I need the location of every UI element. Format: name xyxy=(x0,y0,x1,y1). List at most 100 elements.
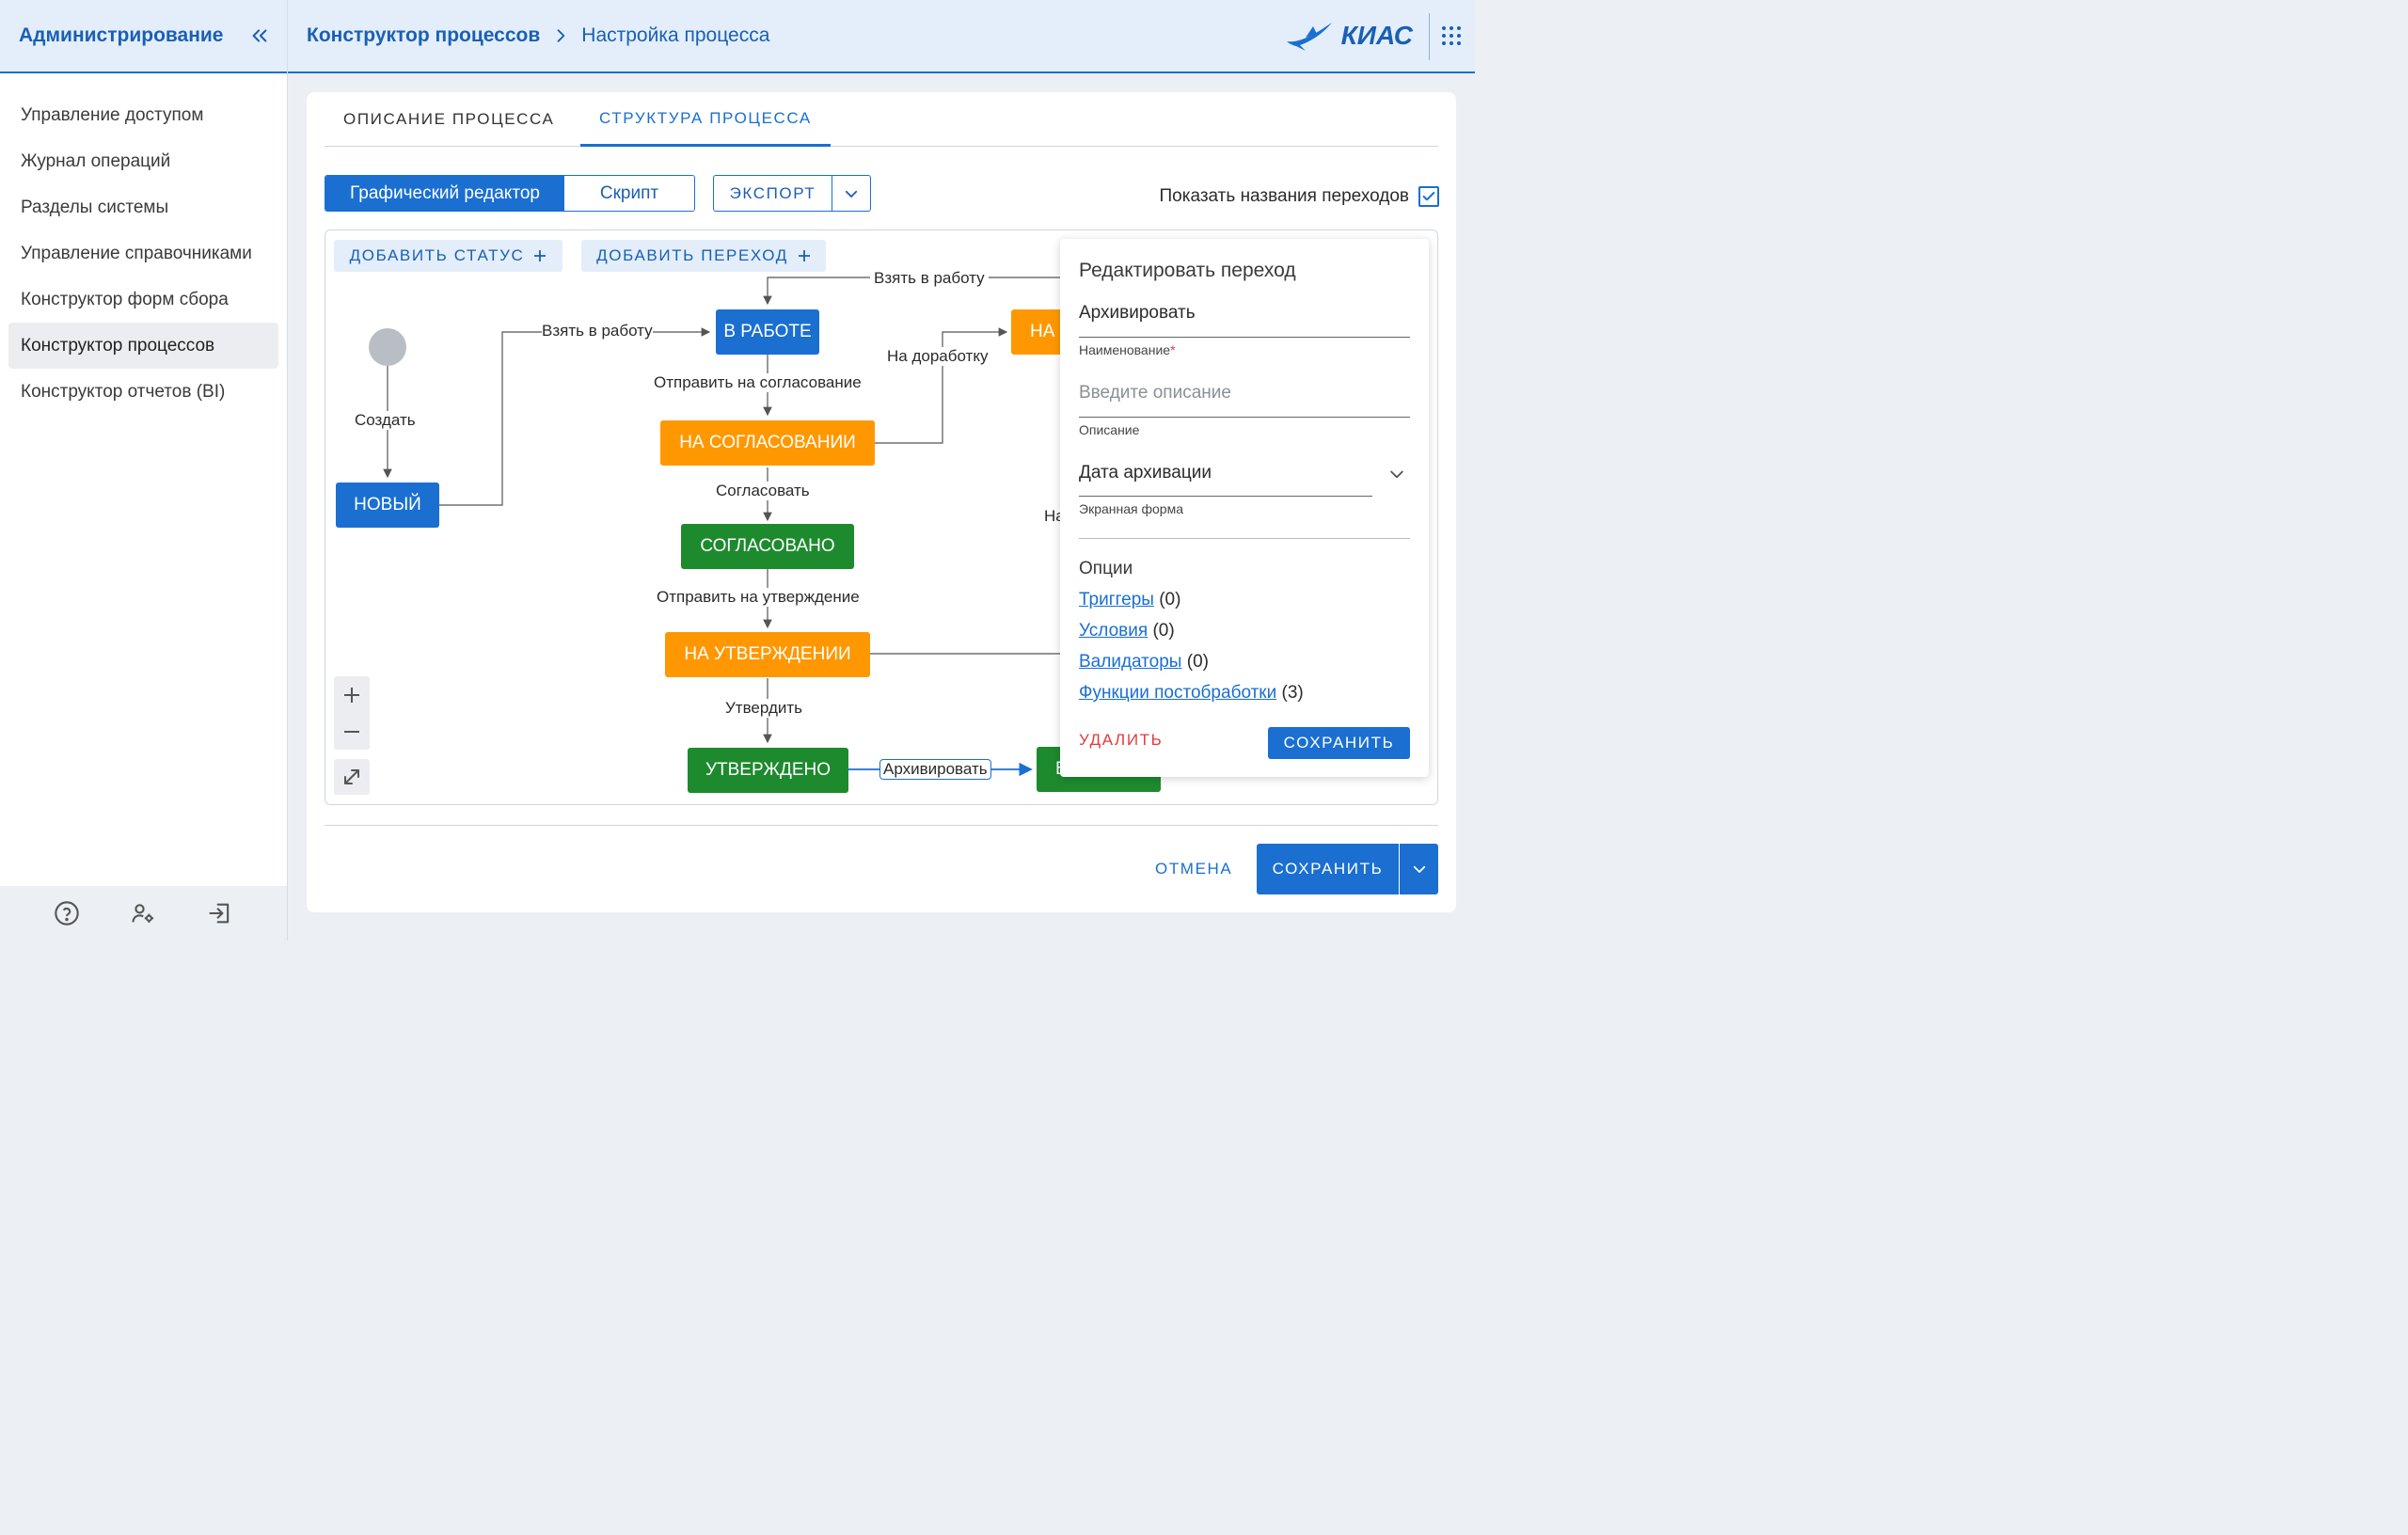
topbar-divider xyxy=(1429,13,1430,60)
tab-process-description[interactable]: ОПИСАНИЕ ПРОЦЕССА xyxy=(343,110,555,128)
edge-label-partial-na[interactable]: На xyxy=(1044,507,1065,526)
checkmark-icon xyxy=(1422,192,1435,201)
sidebar-footer xyxy=(0,886,287,941)
save-dropdown-button[interactable] xyxy=(1400,844,1438,894)
show-transition-names-label: Показать названия переходов xyxy=(1159,186,1409,206)
options-divider xyxy=(1079,538,1410,539)
save-split-button: СОХРАНИТЬ xyxy=(1257,844,1438,894)
sidebar-title: Администрирование xyxy=(19,24,224,46)
process-canvas[interactable]: ДОБАВИТЬ СТАТУС ДОБАВИТЬ ПЕРЕХОД НОВЫЙ В… xyxy=(325,229,1438,805)
postprocessing-count: (3) xyxy=(1281,683,1304,703)
edge-label-confirm[interactable]: Утвердить xyxy=(725,699,803,718)
status-on-confirmation[interactable]: НА УТВЕРЖДЕНИИ xyxy=(665,632,870,677)
plane-logo-icon xyxy=(1286,23,1332,51)
expand-icon[interactable] xyxy=(341,767,362,787)
edge-label-agree[interactable]: Согласовать xyxy=(716,482,810,500)
breadcrumb-process-builder[interactable]: Конструктор процессов xyxy=(307,24,541,46)
edge-label-create[interactable]: Создать xyxy=(355,411,416,430)
description-field-underline xyxy=(1079,417,1410,418)
add-status-label: ДОБАВИТЬ СТАТУС xyxy=(349,246,525,264)
edge-label-take-to-work-top[interactable]: Взять в работу xyxy=(870,269,989,288)
screen-form-caption: Экранная форма xyxy=(1079,501,1183,516)
required-asterisk: * xyxy=(1170,342,1176,357)
add-transition-label: ДОБАВИТЬ ПЕРЕХОД xyxy=(596,246,788,264)
start-node[interactable] xyxy=(369,328,406,366)
apps-grid-icon[interactable] xyxy=(1441,25,1462,46)
sidebar: Администрирование Управление доступом Жу… xyxy=(0,0,288,941)
sidebar-item-operations-log[interactable]: Журнал операций xyxy=(21,150,171,171)
status-new[interactable]: НОВЫЙ xyxy=(336,483,439,528)
export-button[interactable]: ЭКСПОРТ xyxy=(714,176,832,211)
edge-label-send-approval[interactable]: Отправить на согласование xyxy=(654,373,862,392)
sidebar-item-process-builder[interactable]: Конструктор процессов xyxy=(8,323,278,369)
logo: КИАС xyxy=(1285,19,1413,53)
validators-link[interactable]: Валидаторы xyxy=(1079,652,1182,672)
user-settings-icon[interactable] xyxy=(130,900,156,926)
conditions-link[interactable]: Условия xyxy=(1079,621,1149,641)
logout-icon[interactable] xyxy=(207,900,233,926)
cancel-button[interactable]: ОТМЕНА xyxy=(1155,860,1233,878)
name-caption-text: Наименование xyxy=(1079,342,1171,357)
zoom-in-icon[interactable] xyxy=(341,685,362,705)
logo-text: КИАС xyxy=(1340,21,1413,50)
sidebar-item-system-sections[interactable]: Разделы системы xyxy=(21,197,169,217)
triggers-count: (0) xyxy=(1159,590,1181,609)
save-transition-button[interactable]: СОХРАНИТЬ xyxy=(1268,727,1410,759)
name-field-underline xyxy=(1079,337,1410,338)
export-split-button: ЭКСПОРТ xyxy=(713,175,871,212)
edge-label-send-confirm[interactable]: Отправить на утверждение xyxy=(657,588,860,607)
help-icon[interactable] xyxy=(54,900,80,926)
collapse-sidebar-icon[interactable] xyxy=(249,25,270,46)
name-field[interactable]: Архивировать xyxy=(1079,303,1196,323)
edge-label-archive[interactable]: Архивировать xyxy=(879,759,991,780)
option-validators: Валидаторы (0) xyxy=(1079,652,1209,673)
status-on-approval[interactable]: НА СОГЛАСОВАНИИ xyxy=(660,420,875,466)
description-caption: Описание xyxy=(1079,422,1140,437)
edge-label-rework[interactable]: На доработку xyxy=(887,347,989,366)
edge-label-take-to-work[interactable]: Взять в работу xyxy=(542,322,653,340)
chevron-down-icon[interactable] xyxy=(1387,465,1406,483)
panel-title: Редактировать переход xyxy=(1079,260,1296,281)
postprocessing-link[interactable]: Функции постобработки xyxy=(1079,683,1277,703)
name-caption: Наименование* xyxy=(1079,342,1176,357)
zoom-controls xyxy=(334,676,370,750)
footer-divider xyxy=(325,825,1438,826)
option-triggers: Триггеры (0) xyxy=(1079,590,1180,610)
tabs: ОПИСАНИЕ ПРОЦЕССА СТРУКТУРА ПРОЦЕССА xyxy=(325,92,1438,147)
validators-count: (0) xyxy=(1186,652,1209,672)
delete-transition-button[interactable]: УДАЛИТЬ xyxy=(1079,731,1164,749)
options-title: Опции xyxy=(1079,559,1133,578)
editor-mode-toggle: Графический редактор Скрипт xyxy=(325,175,695,212)
status-in-work[interactable]: В РАБОТЕ xyxy=(716,309,819,355)
graphic-editor-button[interactable]: Графический редактор xyxy=(325,176,564,211)
chevron-down-icon xyxy=(1413,865,1425,873)
screen-form-underline xyxy=(1079,496,1372,497)
description-field[interactable]: Введите описание xyxy=(1079,383,1231,403)
screen-form-select[interactable]: Дата архивации xyxy=(1079,463,1212,483)
add-transition-button[interactable]: ДОБАВИТЬ ПЕРЕХОД xyxy=(581,240,826,272)
conditions-count: (0) xyxy=(1152,621,1175,641)
sidebar-header: Администрирование xyxy=(0,0,287,73)
sidebar-nav: Управление доступом Журнал операций Разд… xyxy=(0,73,287,415)
save-button[interactable]: СОХРАНИТЬ xyxy=(1257,844,1400,894)
show-transition-names: Показать названия переходов xyxy=(1160,186,1439,207)
status-agreed[interactable]: СОГЛАСОВАНО xyxy=(681,524,854,569)
show-transition-names-checkbox[interactable] xyxy=(1418,186,1439,207)
option-postprocessing: Функции постобработки (3) xyxy=(1079,683,1304,704)
tab-process-structure[interactable]: СТРУКТУРА ПРОЦЕССА xyxy=(580,92,831,147)
add-status-button[interactable]: ДОБАВИТЬ СТАТУС xyxy=(334,240,562,272)
topbar: Конструктор процессов Настройка процесса… xyxy=(288,0,1475,73)
breadcrumb-process-settings: Настройка процесса xyxy=(581,24,770,46)
export-dropdown-button[interactable] xyxy=(832,176,870,211)
fit-view-control xyxy=(334,759,370,795)
triggers-link[interactable]: Триггеры xyxy=(1079,590,1154,609)
sidebar-item-form-builder[interactable]: Конструктор форм сбора xyxy=(21,289,229,309)
sidebar-item-dictionaries[interactable]: Управление справочниками xyxy=(21,243,252,263)
sidebar-item-access[interactable]: Управление доступом xyxy=(21,104,204,125)
option-conditions: Условия (0) xyxy=(1079,621,1175,641)
edit-transition-panel: Редактировать переход Архивировать Наиме… xyxy=(1060,239,1429,777)
zoom-out-icon[interactable] xyxy=(341,721,362,742)
sidebar-item-report-builder[interactable]: Конструктор отчетов (BI) xyxy=(21,381,226,402)
status-confirmed[interactable]: УТВЕРЖДЕНО xyxy=(688,748,848,793)
script-button[interactable]: Скрипт xyxy=(564,176,694,211)
